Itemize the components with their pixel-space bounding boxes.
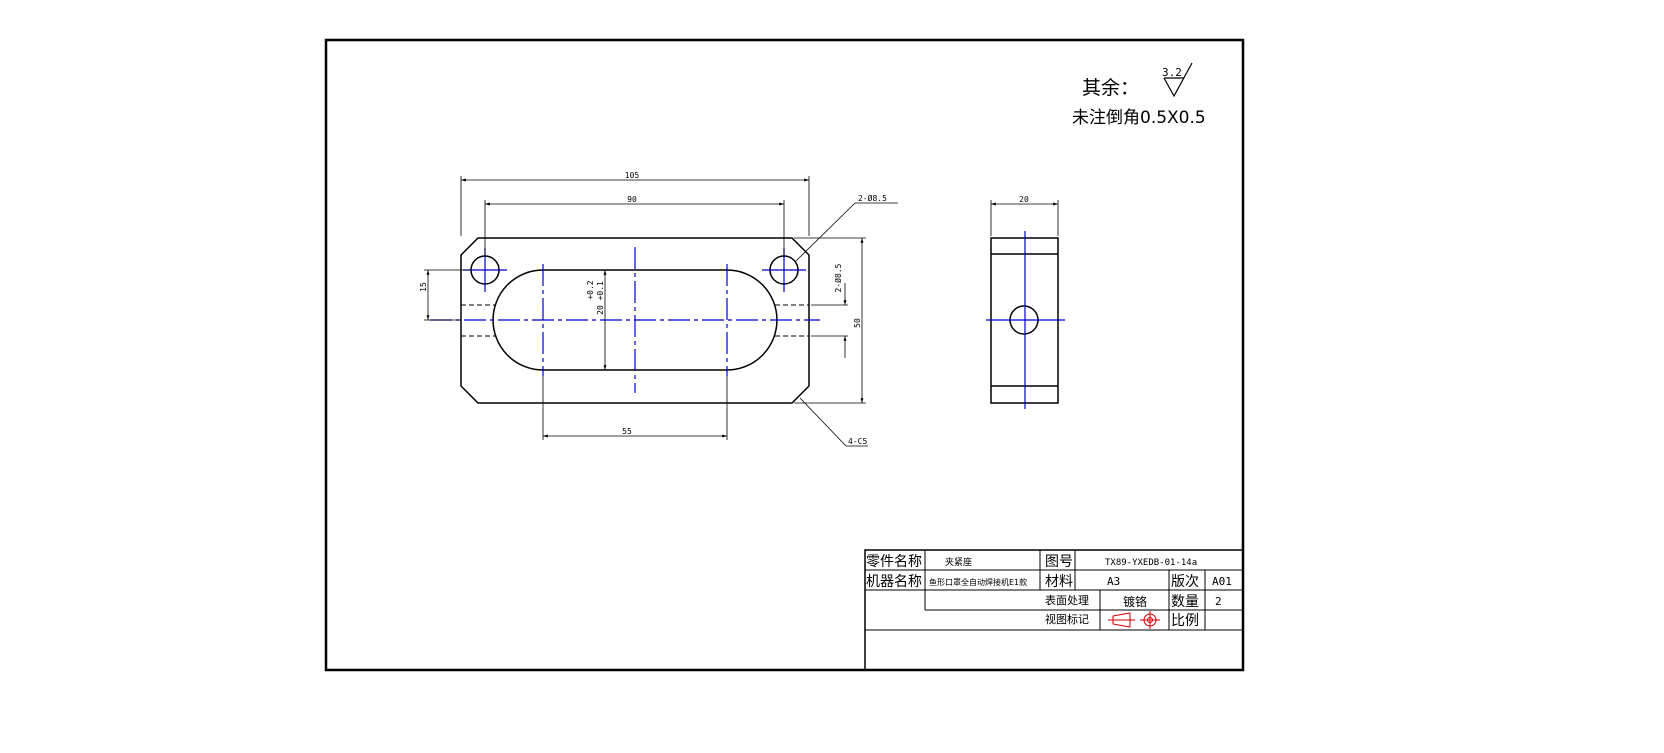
side-dimensions	[990, 200, 1059, 236]
scale-label: 比例	[1171, 613, 1199, 629]
drawing-no-value: TX89-YXEDB-01-14a	[1105, 558, 1197, 568]
dim-slot-center-length: 55	[622, 427, 632, 436]
plate-outline	[460, 237, 810, 404]
title-block	[864, 549, 1244, 671]
dim-overall-length: 105	[625, 171, 640, 180]
view-label: 视图标记	[1045, 612, 1089, 626]
part-name-label: 零件名称	[866, 554, 922, 570]
chamfer-note: 未注倒角0.5X0.5	[1072, 108, 1206, 128]
front-dimensions	[424, 176, 898, 447]
quantity-value: 2	[1215, 595, 1222, 608]
dim-holes-top: 2-Ø8.5	[858, 193, 887, 203]
drawing-no-label: 图号	[1045, 554, 1073, 570]
dim-slot-width: 20 +0.1	[596, 281, 605, 315]
dim-height-50: 50	[853, 318, 862, 328]
revision-value: A01	[1212, 575, 1232, 588]
side-centerlines	[986, 231, 1065, 409]
surface-value: 镀铬	[1123, 594, 1147, 609]
surface-roughness-symbol: 3.2	[1162, 62, 1193, 98]
material-value: A3	[1107, 575, 1120, 588]
dim-holes-right: 2-Ø8.5	[833, 263, 843, 292]
roughness-value: 3.2	[1162, 66, 1182, 79]
dim-slot-tol-upper: +0.2	[586, 280, 595, 299]
remaining-roughness-label: 其余：	[1082, 77, 1139, 99]
revision-label: 版次	[1171, 574, 1199, 590]
projection-symbol-icon	[1108, 611, 1160, 629]
dim-chamfer: 4-C5	[848, 437, 867, 446]
part-name-value: 夹紧座	[945, 556, 972, 568]
surface-label: 表面处理	[1045, 593, 1089, 607]
machine-name-value: 鱼形口罩全自动焊接机E1款	[929, 577, 1027, 587]
dim-hole-spacing: 90	[627, 195, 637, 204]
drawing-frame	[324, 38, 1245, 672]
dim-side-width: 20	[1019, 195, 1029, 204]
front-centerlines	[430, 247, 820, 393]
quantity-label: 数量	[1171, 594, 1199, 610]
material-label: 材料	[1045, 574, 1073, 590]
dim-height-15: 15	[419, 282, 428, 292]
machine-name-label: 机器名称	[866, 574, 922, 590]
